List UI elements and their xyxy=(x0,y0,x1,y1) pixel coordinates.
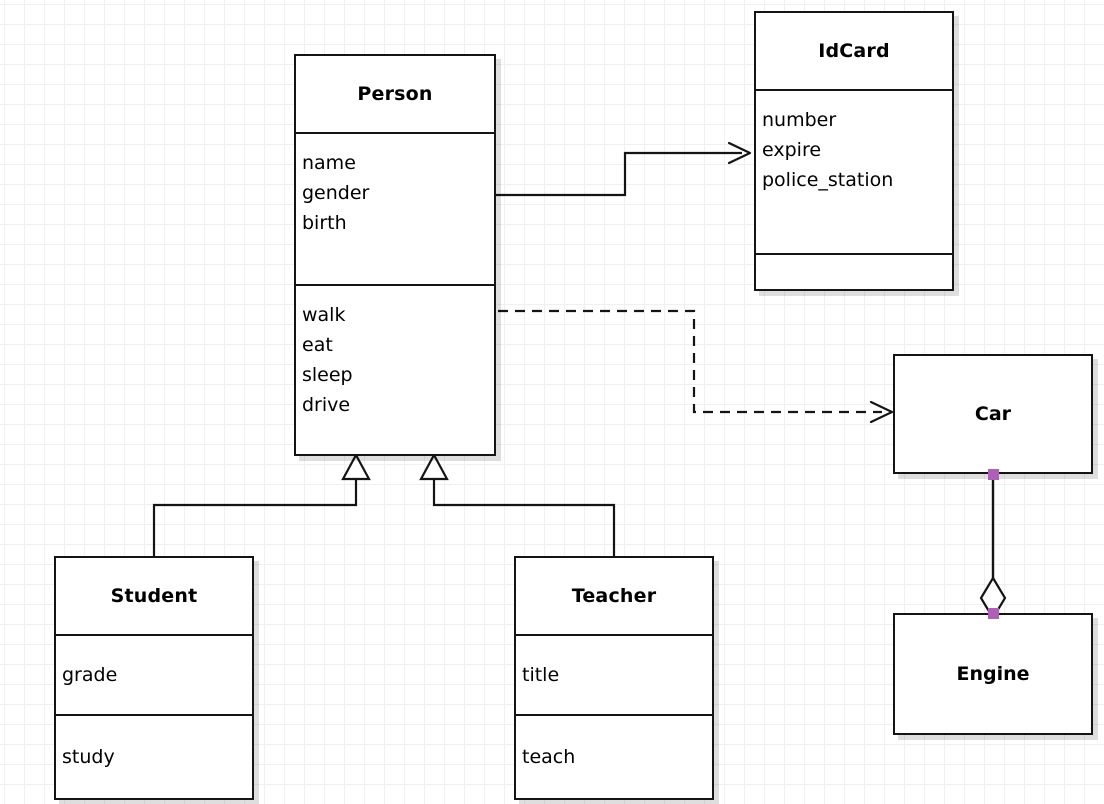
edge-teacher-person[interactable] xyxy=(419,452,616,556)
class-operations-teacher: teach xyxy=(516,714,712,798)
class-attributes-student: grade xyxy=(56,634,252,714)
class-attributes-idcard: number expire police_station xyxy=(756,89,952,253)
edge-student-person[interactable] xyxy=(152,452,371,556)
attribute-row: title xyxy=(522,664,560,686)
operation-row: walk xyxy=(302,304,346,326)
edge-car-engine[interactable] xyxy=(979,474,1007,621)
class-box-person[interactable]: Person name gender birth walk eat sleep … xyxy=(294,54,496,456)
class-title-student: Student xyxy=(110,585,198,607)
operation-row: teach xyxy=(522,746,576,768)
hollow-triangle-icon xyxy=(341,452,371,481)
hollow-triangle-icon xyxy=(419,452,449,481)
class-box-car[interactable]: Car xyxy=(893,354,1093,474)
class-attributes-person: name gender birth xyxy=(296,132,494,284)
class-operations-student: study xyxy=(56,714,252,798)
class-title-person: Person xyxy=(357,83,433,105)
open-arrow-icon xyxy=(869,400,894,424)
attribute-row: expire xyxy=(762,139,822,161)
connection-port-engine-top[interactable] xyxy=(988,608,999,619)
class-box-engine[interactable]: Engine xyxy=(893,613,1093,735)
attribute-row: gender xyxy=(302,182,370,204)
operation-row: study xyxy=(62,746,115,768)
open-arrow-icon xyxy=(727,141,752,165)
class-title-teacher: Teacher xyxy=(571,585,657,607)
connection-port-car-bottom[interactable] xyxy=(988,469,999,480)
class-box-idcard[interactable]: IdCard number expire police_station xyxy=(754,11,954,291)
class-box-student[interactable]: Student grade study xyxy=(54,556,254,800)
attribute-row: police_station xyxy=(762,169,894,191)
attribute-row: grade xyxy=(62,664,118,686)
class-operations-person: walk eat sleep drive xyxy=(296,284,494,454)
attribute-row: birth xyxy=(302,212,347,234)
attribute-row: name xyxy=(302,152,356,174)
class-attributes-teacher: title xyxy=(516,634,712,714)
class-title-idcard: IdCard xyxy=(818,40,890,62)
class-operations-idcard xyxy=(756,253,952,289)
class-title-engine: Engine xyxy=(956,663,1030,685)
class-title-car: Car xyxy=(974,403,1012,425)
attribute-row: number xyxy=(762,109,837,131)
operation-row: sleep xyxy=(302,364,353,386)
class-box-teacher[interactable]: Teacher title teach xyxy=(514,556,714,800)
edge-person-car[interactable] xyxy=(498,309,894,424)
edge-person-idcard[interactable] xyxy=(496,141,752,197)
operation-row: drive xyxy=(302,394,351,416)
operation-row: eat xyxy=(302,334,333,356)
